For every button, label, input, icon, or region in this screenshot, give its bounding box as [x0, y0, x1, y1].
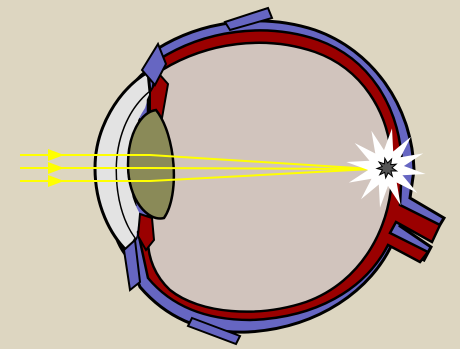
- light-ray-arrow: [48, 162, 64, 174]
- light-ray-arrow: [48, 175, 64, 187]
- light-ray: [20, 168, 372, 169]
- light-ray-arrow: [48, 149, 64, 161]
